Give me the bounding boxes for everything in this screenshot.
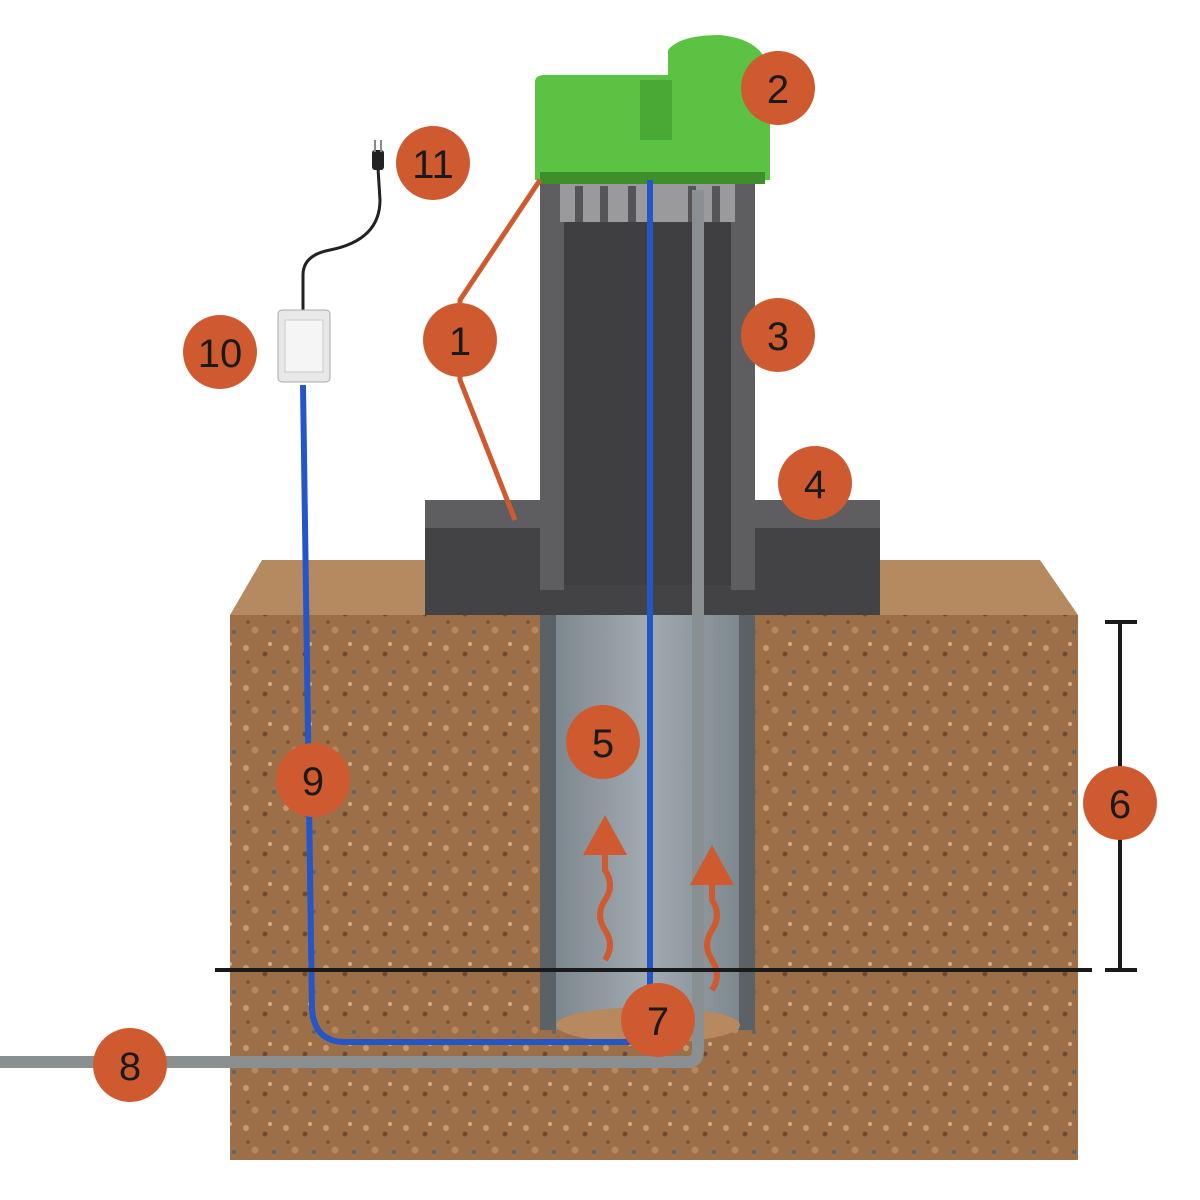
- badge-riser-pipe: 3: [741, 298, 815, 372]
- badge-circle: [423, 303, 497, 377]
- control-box: [277, 309, 331, 383]
- badge-circle: [183, 315, 257, 389]
- badge-label: 10: [198, 332, 243, 376]
- badge-circle: [566, 705, 640, 779]
- badge-label: 3: [767, 315, 789, 359]
- badge-insulation-collar: 4: [778, 446, 852, 520]
- badge-label: 7: [647, 1000, 669, 1044]
- badge-circle: [1083, 766, 1157, 840]
- badge-label: 4: [804, 463, 826, 507]
- badge-depth-range: 6: [1083, 766, 1157, 840]
- badge-circle: [276, 743, 350, 817]
- badge-cap: 2: [741, 51, 815, 125]
- badge-label: 5: [592, 722, 614, 766]
- badge-power-plug: 11: [396, 126, 470, 200]
- badge-control-box: 10: [183, 315, 257, 389]
- badge-well-shaft: 5: [566, 705, 640, 779]
- heat-arrows: [597, 845, 720, 992]
- badge-label: 1: [449, 320, 471, 364]
- water-pipe: [0, 190, 704, 1068]
- badge-label: 8: [119, 1045, 141, 1089]
- badge-label: 6: [1109, 783, 1131, 827]
- badge-circle: [741, 298, 815, 372]
- arrow-up-icon: [690, 845, 734, 885]
- badge-circle: [778, 446, 852, 520]
- badge-heating-cable: 9: [276, 743, 350, 817]
- badge-circle: [741, 51, 815, 125]
- badge-inlet-vent: 1: [423, 303, 497, 377]
- badge-well-bottom: 7: [621, 983, 695, 1057]
- plug-icon: [372, 140, 384, 170]
- badge-circle: [93, 1028, 167, 1102]
- power-cord: [301, 167, 382, 312]
- badge-circle: [621, 983, 695, 1057]
- badge-label: 2: [767, 68, 789, 112]
- badge-label: 11: [412, 143, 454, 187]
- arrow-up-icon: [583, 815, 627, 855]
- cap: [535, 35, 770, 184]
- badge-label: 9: [302, 760, 324, 804]
- badge-circle: [396, 126, 470, 200]
- badge-water-pipe: 8: [93, 1028, 167, 1102]
